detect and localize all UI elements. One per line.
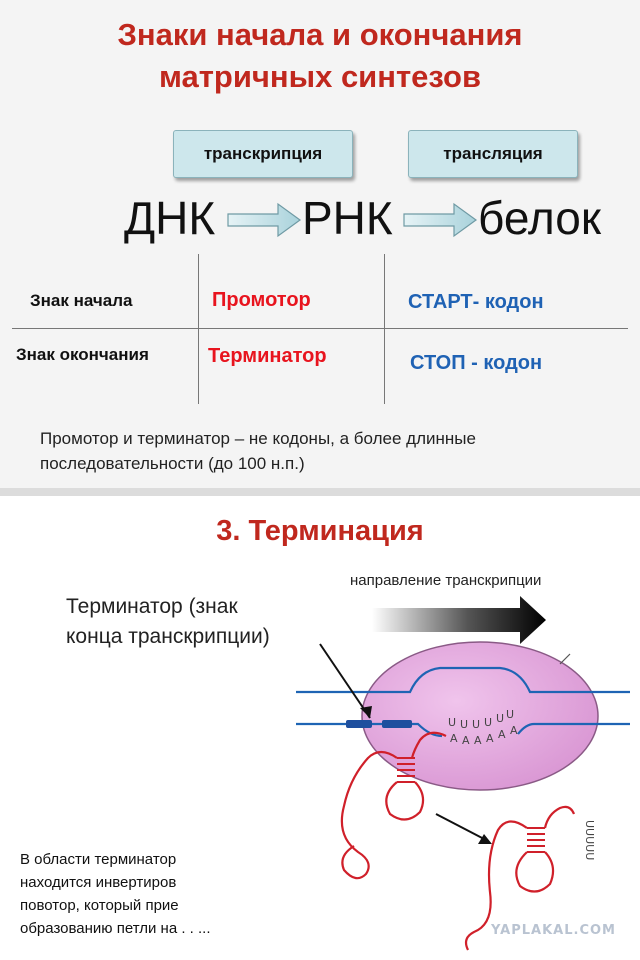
rna-label: РНК [302,192,393,244]
promoter-cell: Промотор [212,289,311,311]
stop-codon-cell: СТОП - кодон [410,352,543,374]
terminator-label-line-2: конца транскрипции) [66,625,270,648]
terminator-segment-2 [382,720,412,728]
rna-tail-2 [464,820,528,951]
terminator-label-line-1: Терминатор (знак [66,595,238,618]
note-line-2: находится инвертиров [20,874,177,891]
dna-top-strand [296,666,630,694]
rna-tail-1 [340,750,398,880]
translation-box: трансляция [408,130,578,178]
dna-label: ДНК [124,192,216,244]
watermark-logo: YAPLAKAL.COM [491,923,616,938]
svg-text:U: U [506,708,514,721]
note-line-4: образованию петли на . . ... [20,920,211,937]
slide-termination: 3. Терминация U U U U U [0,496,640,960]
slide2-note: В области терминатор находится инвертиро… [20,848,320,940]
protein-label: белок [478,192,601,244]
rna-hairpin-loop-2 [515,851,555,893]
svg-text:U: U [484,716,492,729]
slide-matrix-synthesis-signs: Знаки начала и окончания матричных синте… [0,0,640,488]
svg-text:A: A [510,724,518,737]
svg-text:U: U [472,718,480,731]
termination-diagram: U U U U U U A A A A A A [296,596,630,951]
note-line-2: последовательности (до 100 н.п.) [40,454,305,473]
slide-title: 3. Терминация [216,515,424,547]
svg-text:A: A [462,734,470,747]
title-line-2: матричных синтезов [158,59,482,94]
svg-text:U: U [496,712,504,725]
svg-text:A: A [474,734,482,747]
svg-text:A: A [498,728,506,741]
table-divider-row [12,328,628,329]
title-line-1: Знаки начала и окончания [117,17,523,52]
rna-hairpin-loop-1 [385,781,425,821]
rna-polymerase [361,641,599,791]
dna-bottom-strand [296,722,630,738]
direction-label: направление транскрипции [350,572,542,589]
released-rna-tail-text: UUUUU [583,820,596,860]
rna-strand-1 [410,731,447,759]
start-codon-cell: СТАРТ- кодон [408,291,544,313]
svg-text:A: A [486,732,494,745]
terminator-cell: Терминатор [208,345,327,367]
base-U: U [448,716,456,729]
slide1-note: Промотор и терминатор – не кодоны, а бол… [40,426,620,476]
note-line-1: Промотор и терминатор – не кодоны, а бол… [40,429,476,448]
direction-arrow [372,596,546,644]
svg-text:A: A [450,732,458,745]
note-line-3: повотор, который прие [20,897,179,914]
terminator-label: Терминатор (знак конца транскрипции) [66,592,270,652]
table-divider-2 [384,254,385,404]
row-end-label: Знак окончания [16,345,149,364]
table-divider-1 [198,254,199,404]
slide-title: Знаки начала и окончания матричных синте… [0,14,640,98]
rna-to-protein-arrow [403,202,478,238]
svg-text:U: U [460,718,468,731]
dna-to-rna-arrow [227,202,302,238]
transcription-box: транскрипция [173,130,353,178]
terminator-segment-1 [346,720,372,728]
note-line-1: В области терминатор [20,851,177,868]
row-start-label: Знак начала [30,291,133,310]
